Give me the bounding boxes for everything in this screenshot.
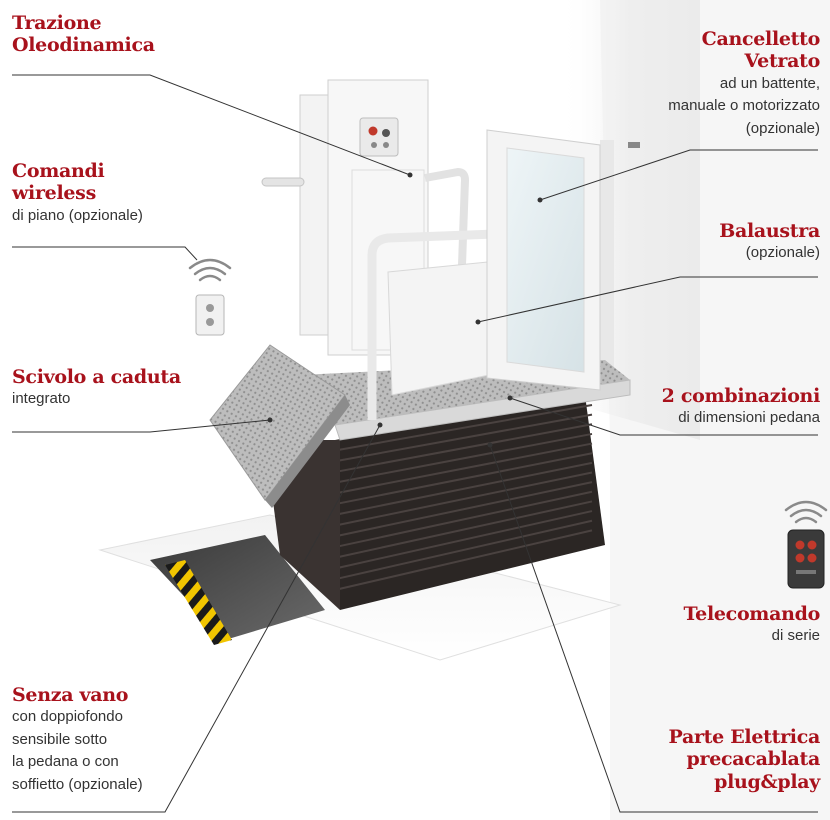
label-scivolo-desc-1: integrato — [12, 390, 71, 408]
label-parte-elettrica: Parte Elettrica precacablata plug&play — [668, 726, 820, 793]
label-trazione-title-1: Trazione — [12, 12, 102, 34]
remote-control-icon — [787, 529, 825, 589]
wireless-signal-icon — [784, 500, 828, 524]
leader-dots — [267, 172, 543, 448]
wireless-signal-icon — [188, 258, 232, 282]
glazed-gate — [486, 129, 601, 391]
label-balaustra-desc-1: (opzionale) — [745, 244, 820, 262]
label-combinazioni-title-1: 2 combinazioni — [661, 385, 821, 407]
label-combinazioni-desc-1: di dimensioni pedana — [678, 409, 820, 427]
label-trazione: Trazione Oleodinamica — [12, 12, 155, 57]
wall-switch-icon — [195, 294, 225, 336]
leader-lines — [12, 74, 818, 813]
pit-opening — [150, 535, 325, 640]
label-senza-vano-desc-4: soffietto (opzionale) — [12, 775, 143, 793]
label-scivolo: Scivolo a caduta integrato — [12, 366, 181, 411]
label-balaustra-title-1: Balaustra — [719, 220, 820, 242]
label-cancelletto-desc-1: ad un battente, — [719, 74, 820, 92]
label-telecomando-desc-1: di serie — [771, 627, 820, 645]
label-telecomando: Telecomando di serie — [683, 603, 821, 648]
label-parte-elettrica-title-1: Parte Elettrica — [668, 726, 820, 748]
hazard-stripe — [165, 560, 232, 645]
label-comandi-title-1: Comandi — [12, 160, 105, 182]
label-senza-vano: Senza vano con doppiofondo sensibile sot… — [12, 684, 143, 796]
bellows — [265, 395, 605, 610]
control-panel — [359, 117, 399, 157]
label-combinazioni: 2 combinazioni di dimensioni pedana — [661, 385, 821, 430]
label-cancelletto: Cancelletto Vetrato ad un battente, manu… — [668, 28, 820, 140]
label-parte-elettrica-title-2: precacablata — [686, 748, 821, 771]
label-comandi: Comandi wireless di piano (opzionale) — [12, 160, 143, 227]
label-comandi-title-2: wireless — [12, 182, 96, 205]
label-senza-vano-desc-1: con doppiofondo — [12, 708, 123, 726]
label-senza-vano-desc-3: la pedana o con — [12, 753, 119, 771]
label-cancelletto-desc-2: manuale o motorizzato — [668, 97, 820, 115]
ramp — [209, 344, 350, 508]
label-cancelletto-title-1: Cancelletto — [701, 28, 821, 50]
label-scivolo-title-1: Scivolo a caduta — [12, 366, 181, 388]
label-parte-elettrica-title-3: plug&play — [714, 770, 820, 793]
label-telecomando-title-1: Telecomando — [683, 603, 821, 625]
label-comandi-desc-1: di piano (opzionale) — [12, 206, 143, 224]
label-senza-vano-desc-2: sensibile sotto — [12, 730, 108, 748]
label-trazione-title-2: Oleodinamica — [12, 34, 155, 57]
label-cancelletto-desc-3: (opzionale) — [745, 119, 820, 137]
label-balaustra: Balaustra (opzionale) — [719, 220, 820, 265]
label-senza-vano-title-1: Senza vano — [12, 684, 129, 706]
label-cancelletto-title-2: Vetrato — [744, 50, 820, 73]
